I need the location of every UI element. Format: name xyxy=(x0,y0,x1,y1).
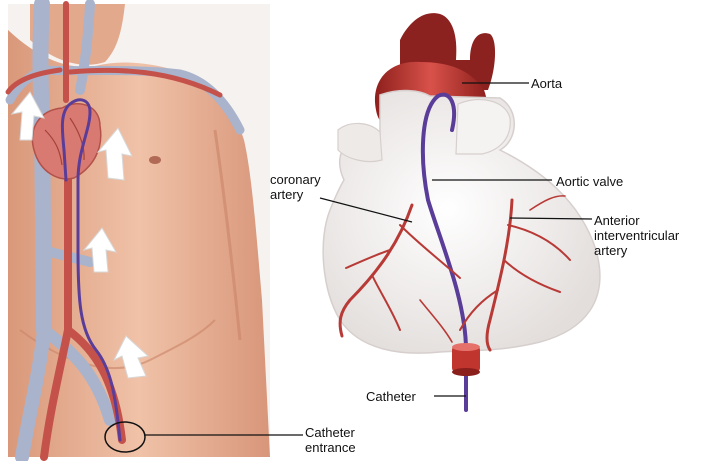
torso-figure xyxy=(8,4,270,457)
label-catheter-entrance: Catheter entrance xyxy=(305,425,356,455)
heart-figure xyxy=(323,13,600,410)
label-aortic-valve: Aortic valve xyxy=(556,174,623,189)
label-coronary-artery: coronary artery xyxy=(270,172,321,202)
label-catheter: Catheter xyxy=(366,389,416,404)
catheter-sheath-top xyxy=(452,343,480,351)
label-aorta: Aorta xyxy=(531,76,562,91)
nipple xyxy=(149,156,161,164)
catheter-sheath-bottom xyxy=(452,368,480,376)
label-anterior-interventricular-artery: Anterior interventricular artery xyxy=(594,213,679,258)
